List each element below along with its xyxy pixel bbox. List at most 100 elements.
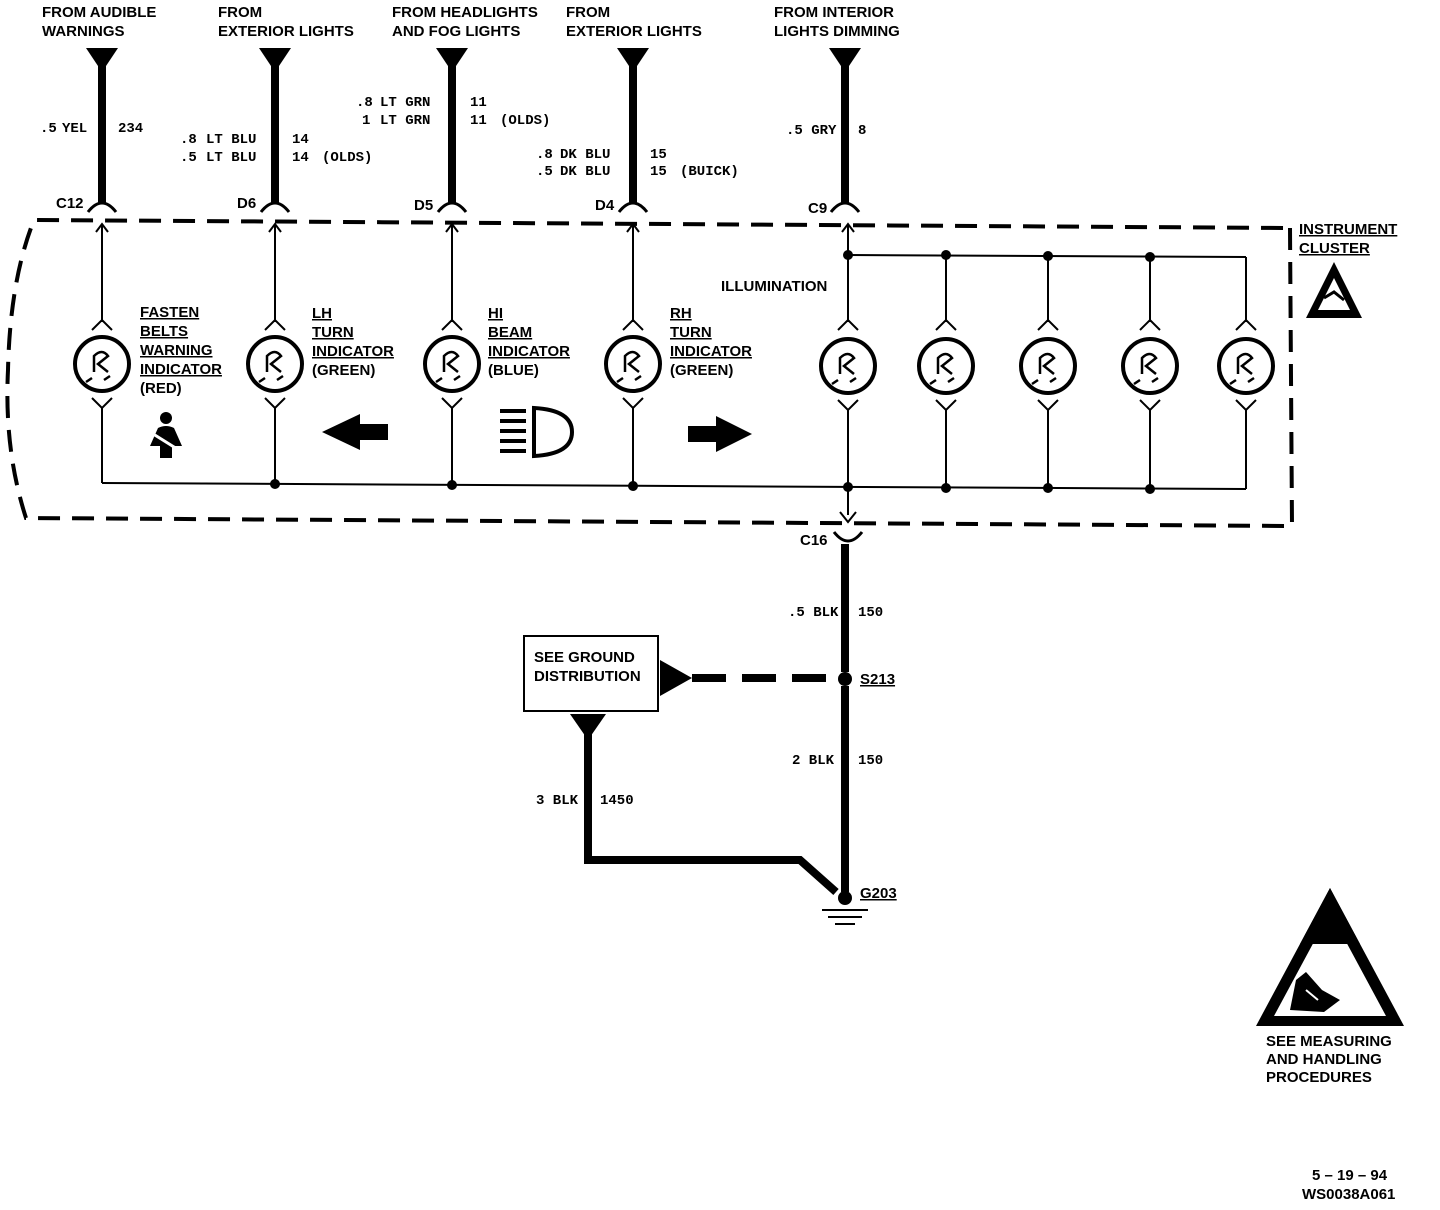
svg-text:FROM AUDIBLE: FROM AUDIBLE: [42, 4, 156, 21]
right-arrow-icon: [688, 416, 752, 452]
lamp-illumination-2: [917, 337, 975, 395]
lamp-lh-turn: [246, 335, 304, 393]
ground-symbol-icon: [822, 891, 868, 925]
splice-s213: S213: [860, 671, 895, 688]
svg-text:15: 15: [650, 164, 667, 180]
svg-text:15: 15: [650, 147, 667, 163]
svg-text:PROCEDURES: PROCEDURES: [1266, 1069, 1372, 1086]
input-wire-c9: [829, 48, 861, 213]
source-label-exterior-lights-rh: FROM EXTERIOR LIGHTS: [566, 4, 702, 40]
svg-text:1: 1: [362, 113, 370, 129]
wire-label-c9: .5 GRY 8: [786, 123, 866, 139]
svg-text:1450: 1450: [600, 793, 634, 809]
svg-text:INDICATOR: INDICATOR: [312, 343, 394, 360]
svg-text:TURN: TURN: [312, 324, 354, 341]
connector-c12: C12: [56, 195, 84, 212]
wire-label-c12: .5 YEL 234: [40, 121, 143, 137]
svg-text:LT GRN: LT GRN: [380, 95, 430, 111]
svg-text:(BUICK): (BUICK): [680, 164, 739, 180]
diagram-date: 5 – 19 – 94: [1312, 1167, 1388, 1184]
ground-distribution-line1: SEE GROUND: [534, 649, 635, 666]
svg-text:.5 GRY: .5 GRY: [786, 123, 837, 139]
svg-text:LT BLU: LT BLU: [206, 132, 256, 148]
svg-text:BEAM: BEAM: [488, 324, 532, 341]
illumination-label: ILLUMINATION: [721, 278, 827, 295]
ground-distribution-line2: DISTRIBUTION: [534, 668, 641, 685]
svg-text:(GREEN): (GREEN): [312, 362, 375, 379]
connector-d5: D5: [414, 197, 433, 214]
svg-text:(RED): (RED): [140, 380, 182, 397]
indicator-label-hi-beam: HI BEAM INDICATOR (BLUE): [488, 305, 570, 379]
connector-c9: C9: [808, 200, 827, 217]
svg-text:INSTRUMENT: INSTRUMENT: [1299, 221, 1397, 238]
instrument-cluster-boundary: [5, 217, 1295, 529]
input-wire-d6: [259, 48, 291, 213]
ground-wire-1450-arrow: [570, 714, 606, 740]
lamp-fasten-belts: [73, 335, 131, 393]
diagram-code: WS0038A061: [1302, 1186, 1395, 1203]
svg-text:EXTERIOR LIGHTS: EXTERIOR LIGHTS: [218, 23, 354, 40]
indicator-label-lh-turn: LH TURN INDICATOR (GREEN): [312, 305, 394, 379]
wire-label-d4: .8 DK BLU 15 .5 DK BLU 15 (BUICK): [536, 147, 739, 180]
wire-label-d6: .8 LT BLU 14 .5 LT BLU 14 (OLDS): [180, 132, 372, 166]
svg-text:(GREEN): (GREEN): [670, 362, 733, 379]
svg-text:WARNINGS: WARNINGS: [42, 23, 125, 40]
svg-text:LIGHTS DIMMING: LIGHTS DIMMING: [774, 23, 900, 40]
wire-label-ground-top: .5 BLK 150: [788, 605, 883, 621]
lamp-illumination-1: [819, 337, 877, 395]
svg-text:INDICATOR: INDICATOR: [670, 343, 752, 360]
svg-text:DK BLU: DK BLU: [560, 164, 610, 180]
input-wire-d5: [436, 48, 468, 213]
wire-label-d5: .8 LT GRN 11 1 LT GRN 11 (OLDS): [356, 95, 550, 129]
lamp-rh-turn: [604, 335, 662, 393]
svg-text:234: 234: [118, 121, 143, 137]
svg-text:AND HANDLING: AND HANDLING: [1266, 1051, 1382, 1068]
svg-text:11: 11: [470, 95, 487, 111]
ground-distribution-arrow: [660, 660, 692, 696]
svg-text:.5: .5: [40, 121, 57, 137]
lamp-illumination-5: [1217, 337, 1275, 395]
junction-dots: [270, 250, 1155, 494]
source-label-exterior-lights-lh: FROM EXTERIOR LIGHTS: [218, 4, 354, 40]
svg-text:LT GRN: LT GRN: [380, 113, 430, 129]
esd-warning-icon: [1256, 888, 1404, 1026]
svg-text:TURN: TURN: [670, 324, 712, 341]
input-wire-c12: [86, 48, 118, 213]
svg-text:INDICATOR: INDICATOR: [488, 343, 570, 360]
svg-text:.8: .8: [356, 95, 373, 111]
high-beam-icon: [500, 405, 575, 459]
svg-text:11: 11: [470, 113, 487, 129]
source-label-audible-warnings: FROM AUDIBLE WARNINGS: [42, 4, 156, 40]
splice-s213-dot: [838, 672, 852, 686]
svg-text:.8: .8: [180, 132, 197, 148]
svg-text:RH: RH: [670, 305, 692, 322]
svg-text:3 BLK: 3 BLK: [536, 793, 579, 809]
svg-text:EXTERIOR LIGHTS: EXTERIOR LIGHTS: [566, 23, 702, 40]
svg-text:YEL: YEL: [62, 121, 87, 137]
svg-text:LH: LH: [312, 305, 332, 322]
svg-text:.5: .5: [180, 150, 197, 166]
svg-text:2 BLK: 2 BLK: [792, 753, 835, 769]
indicator-label-fasten-belts: FASTEN BELTS WARNING INDICATOR (RED): [140, 304, 222, 397]
lamp-illumination-4: [1121, 337, 1179, 395]
svg-text:.8: .8: [536, 147, 553, 163]
connector-c16: C16: [800, 532, 828, 549]
svg-text:14: 14: [292, 150, 309, 166]
svg-text:FROM HEADLIGHTS: FROM HEADLIGHTS: [392, 4, 538, 21]
svg-text:8: 8: [858, 123, 866, 139]
left-arrow-icon: [322, 414, 388, 450]
svg-text:FROM: FROM: [218, 4, 262, 21]
svg-text:FROM: FROM: [566, 4, 610, 21]
connector-d6: D6: [237, 195, 256, 212]
svg-text:150: 150: [858, 753, 883, 769]
svg-text:.5: .5: [536, 164, 553, 180]
connector-c16-shape: [832, 531, 864, 543]
svg-text:INDICATOR: INDICATOR: [140, 361, 222, 378]
svg-text:WARNING: WARNING: [140, 342, 213, 359]
svg-text:SEE MEASURING: SEE MEASURING: [1266, 1033, 1392, 1050]
svg-text:FASTEN: FASTEN: [140, 304, 199, 321]
source-label-interior-dimming: FROM INTERIOR LIGHTS DIMMING: [774, 4, 900, 40]
ground-distribution-box: [523, 635, 659, 712]
svg-text:DK BLU: DK BLU: [560, 147, 610, 163]
